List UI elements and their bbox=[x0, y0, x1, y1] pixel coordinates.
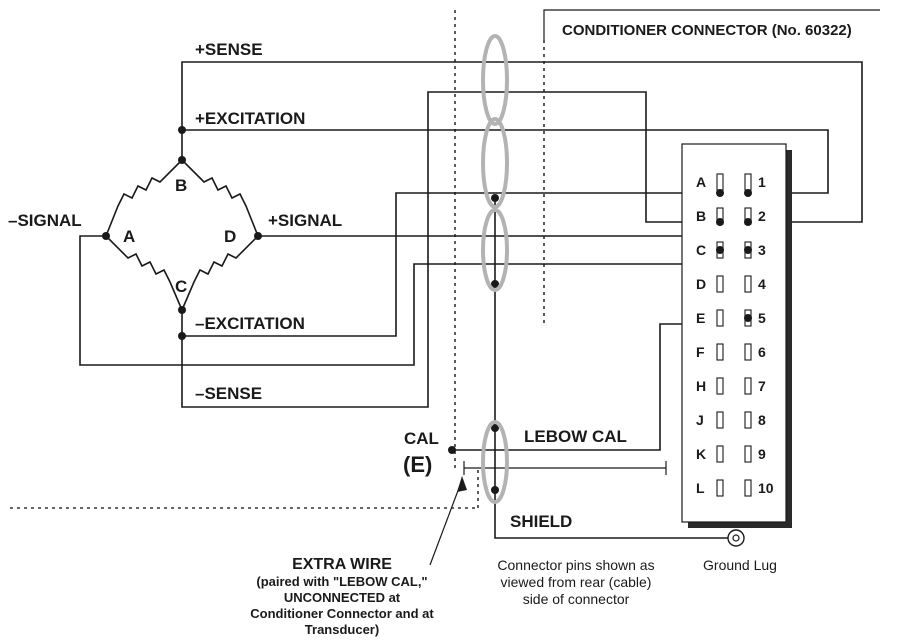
pin-label-3: 3 bbox=[758, 242, 766, 258]
extra-wire-line-3: Conditioner Connector and at bbox=[250, 606, 434, 621]
pair-sense-ellipse bbox=[481, 34, 509, 126]
shield-dot-2 bbox=[491, 280, 499, 288]
pin-label-b: B bbox=[696, 208, 706, 224]
cal-label: CAL bbox=[404, 429, 439, 448]
pin-label-10: 10 bbox=[758, 480, 774, 496]
wire-shield bbox=[494, 198, 736, 539]
shield-label: SHIELD bbox=[510, 512, 572, 531]
minus-sense-label: –SENSE bbox=[195, 384, 262, 403]
extra-wire-arrow-icon bbox=[457, 476, 467, 492]
pin-label-8: 8 bbox=[758, 412, 766, 428]
pair-cal-ellipse bbox=[481, 420, 509, 504]
pin-label-2: 2 bbox=[758, 208, 766, 224]
pins-note-line-3: side of connector bbox=[523, 591, 630, 607]
pin-socket-6 bbox=[744, 343, 752, 361]
resistor-ac bbox=[105, 235, 183, 311]
resistor-bd bbox=[181, 159, 259, 237]
wire-minus-sense bbox=[181, 91, 720, 408]
extra-wire-title: EXTRA WIRE bbox=[292, 556, 392, 573]
shield-dot-3 bbox=[491, 424, 499, 432]
resistor-dc bbox=[181, 235, 259, 311]
pin-socket-f bbox=[716, 343, 724, 361]
cal-dot bbox=[448, 446, 456, 454]
pin-socket-7 bbox=[744, 377, 752, 395]
pin-socket-9 bbox=[744, 445, 752, 463]
pin-socket-8 bbox=[744, 411, 752, 429]
connector-body bbox=[681, 143, 787, 523]
pin-a-dot bbox=[716, 189, 724, 197]
plus-signal-label: +SIGNAL bbox=[268, 211, 342, 230]
pin-label-d: D bbox=[696, 276, 706, 292]
pin-label-5: 5 bbox=[758, 310, 766, 326]
pin-socket-h bbox=[716, 377, 724, 395]
pin-5-dot bbox=[744, 314, 752, 322]
node-d-label: D bbox=[224, 227, 236, 246]
pin-2-dot bbox=[744, 218, 752, 226]
pin-socket-a bbox=[716, 173, 724, 191]
pin-socket-e bbox=[716, 309, 724, 327]
wire-minus-excitation bbox=[182, 192, 720, 337]
cal-pin-label: (E) bbox=[403, 452, 432, 477]
plus-excitation-dot bbox=[178, 126, 186, 134]
minus-excitation-dot bbox=[178, 332, 186, 340]
pin-b-dot bbox=[716, 218, 724, 226]
plus-sense-label: +SENSE bbox=[195, 40, 263, 59]
extra-wire-line-2: UNCONNECTED at bbox=[284, 590, 401, 605]
pin-socket-4 bbox=[744, 275, 752, 293]
extra-wire-line-1: (paired with "LEBOW CAL," bbox=[256, 574, 427, 589]
minus-signal-label: –SIGNAL bbox=[8, 211, 82, 230]
shield-dot-1 bbox=[491, 194, 499, 202]
node-b-label: B bbox=[175, 176, 187, 195]
pin-socket-j bbox=[716, 411, 724, 429]
wire-plus-signal bbox=[258, 235, 749, 251]
pin-socket-k bbox=[716, 445, 724, 463]
pair-signal-ellipse bbox=[481, 208, 509, 292]
shield-dot-4 bbox=[491, 486, 499, 494]
extra-wire-pointer-line bbox=[429, 479, 463, 566]
pin-label-a: A bbox=[696, 174, 706, 190]
pin-label-c: C bbox=[696, 242, 706, 258]
conditioner-boundary-top bbox=[543, 9, 880, 40]
pin-socket-d bbox=[716, 275, 724, 293]
extra-wire-line-4: Transducer) bbox=[305, 622, 379, 637]
wire-minus-signal bbox=[79, 235, 721, 366]
pin-label-h: H bbox=[696, 378, 706, 394]
pins-note-line-2: viewed from rear (cable) bbox=[501, 574, 652, 590]
ground-lug-label: Ground Lug bbox=[703, 557, 777, 573]
pin-label-j: J bbox=[696, 412, 704, 428]
wire-plus-sense bbox=[181, 61, 863, 223]
minus-excitation-label: –EXCITATION bbox=[195, 314, 305, 333]
pin-label-6: 6 bbox=[758, 344, 766, 360]
plus-excitation-label: +EXCITATION bbox=[195, 109, 305, 128]
resistor-ab bbox=[105, 159, 183, 237]
pin-label-f: F bbox=[696, 344, 705, 360]
pin-1-dot bbox=[744, 189, 752, 197]
conditioner-connector-title: CONDITIONER CONNECTOR (No. 60322) bbox=[562, 22, 852, 39]
pair-excitation-ellipse bbox=[481, 117, 509, 209]
pins-note-line-1: Connector pins shown as bbox=[497, 557, 654, 573]
pin-label-7: 7 bbox=[758, 378, 766, 394]
pin-c-dot bbox=[716, 246, 724, 254]
pin-label-e: E bbox=[696, 310, 705, 326]
pin-socket-10 bbox=[744, 479, 752, 497]
pin-label-k: K bbox=[696, 446, 706, 462]
pin-3-dot bbox=[744, 246, 752, 254]
wheatstone-bridge: B A D C bbox=[102, 156, 262, 314]
pin-label-l: L bbox=[696, 480, 705, 496]
pin-socket-1 bbox=[744, 173, 752, 191]
lebow-cal-label: LEBOW CAL bbox=[524, 427, 627, 446]
pin-label-9: 9 bbox=[758, 446, 766, 462]
pin-label-4: 4 bbox=[758, 276, 766, 292]
node-a-label: A bbox=[123, 227, 135, 246]
node-c-label: C bbox=[175, 277, 187, 296]
ground-lug-hole bbox=[732, 534, 740, 542]
pin-socket-l bbox=[716, 479, 724, 497]
conditioner-connector: A 1B 2C 3D 4E 5F 6H 7J 8K 9L 10 bbox=[681, 143, 792, 547]
pin-label-1: 1 bbox=[758, 174, 766, 190]
